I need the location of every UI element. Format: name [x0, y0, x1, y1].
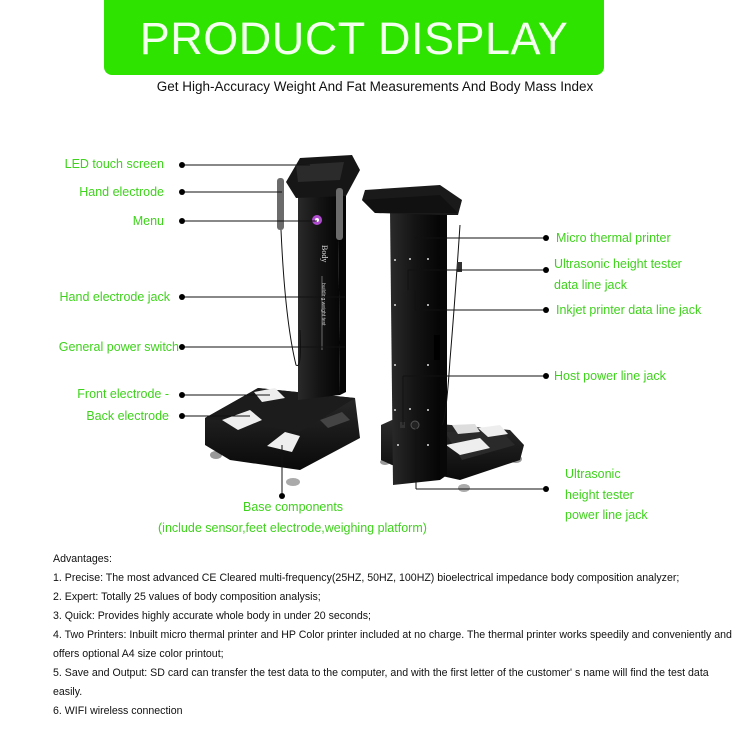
label-base-components: Base components [243, 500, 344, 514]
label-ultrasonic-power-jack-line2: height tester [565, 488, 634, 502]
label-ultrasonic-power-jack-line1: Ultrasonic [565, 467, 621, 481]
label-menu: Menu [132, 214, 164, 228]
label-ultrasonic-data-jack-line1: Ultrasonic height tester [554, 257, 682, 271]
advantage-item: 5. Save and Output: SD card can transfer… [53, 667, 709, 698]
label-hand-electrode-jack: Hand electrode jack [59, 290, 170, 304]
advantages-heading: Advantages: [53, 553, 112, 565]
advantage-item: 2. Expert: Totally 25 values of body com… [53, 591, 321, 603]
label-ultrasonic-power-jack-line3: power line jack [565, 508, 648, 522]
product-illustration: Body building weight test [179, 155, 549, 499]
label-back-electrode: Back electrode [86, 409, 169, 423]
label-host-power-line-jack: Host power line jack [554, 369, 666, 383]
advantage-item: 6. WIFI wireless connection [53, 705, 183, 717]
advantage-item: 4. Two Printers: Inbuilt micro thermal p… [53, 629, 732, 660]
advantages-section: Advantages: 1. Precise: The most advance… [53, 550, 733, 721]
label-led-touch-screen: LED touch screen [64, 157, 164, 171]
advantage-item: 1. Precise: The most advanced CE Cleared… [53, 572, 680, 584]
label-general-power-switch: General power switch [58, 340, 179, 354]
svg-text:Body: Body [320, 245, 329, 262]
label-base-components-detail: (include sensor,feet electrode,weighing … [158, 521, 427, 535]
label-inkjet-printer-jack: Inkjet printer data line jack [556, 303, 702, 317]
front-machine: Body building weight test [205, 155, 360, 486]
back-machine [362, 185, 524, 492]
label-micro-thermal-printer: Micro thermal printer [556, 231, 671, 245]
svg-text:building weight test: building weight test [320, 283, 326, 326]
advantage-item: 3. Quick: Provides highly accurate whole… [53, 610, 371, 622]
label-front-electrode: Front electrode - [77, 387, 169, 401]
label-hand-electrode: Hand electrode [79, 185, 164, 199]
page-subtitle: Get High-Accuracy Weight And Fat Measure… [156, 79, 594, 94]
page-title: PRODUCT DISPLAY [139, 12, 569, 64]
label-ultrasonic-data-jack-line2: data line jack [554, 278, 627, 292]
title-banner: PRODUCT DISPLAY [104, 0, 604, 75]
